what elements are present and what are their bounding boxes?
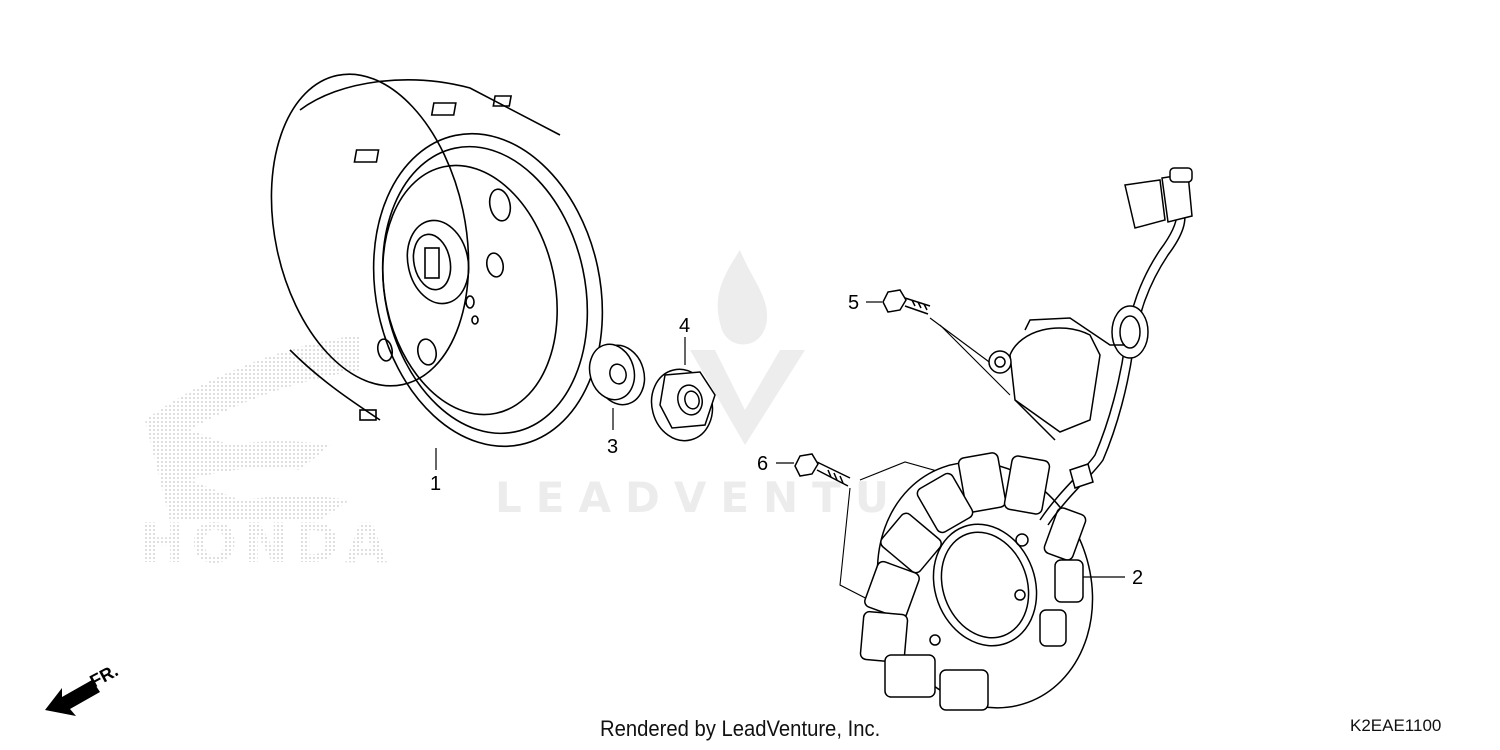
leadventure-watermark-text: LEADVENTU — [495, 473, 903, 522]
callout-2-label: 2 — [1132, 567, 1143, 589]
callout-2: 2 — [1083, 567, 1143, 589]
callout-6-label: 6 — [757, 453, 768, 475]
front-direction-indicator: FR. — [45, 660, 121, 716]
leadventure-watermark: LEADVENTU — [495, 250, 903, 522]
small-bolt-part — [882, 289, 931, 315]
callout-1-label: 1 — [430, 473, 441, 495]
callout-4: 4 — [679, 315, 690, 365]
flywheel-rotor-part — [270, 73, 604, 448]
callout-1: 1 — [430, 448, 441, 495]
washer-part — [588, 343, 646, 406]
callout-5: 5 — [848, 292, 1011, 396]
callout-4-label: 4 — [679, 315, 690, 337]
honda-watermark: HONDA — [140, 335, 393, 575]
callout-3: 3 — [607, 408, 618, 458]
honda-wordmark: HONDA — [140, 512, 393, 575]
front-arrow-icon — [45, 680, 100, 716]
callout-5-label: 5 — [848, 292, 859, 314]
render-credit: Rendered by LeadVenture, Inc. — [600, 716, 881, 741]
callout-3-label: 3 — [607, 436, 618, 458]
flange-nut-part — [650, 368, 716, 442]
stator-assembly-part — [859, 167, 1193, 711]
diagram-code: K2EAE1100 — [1350, 716, 1442, 735]
long-bolt-part — [794, 453, 851, 487]
